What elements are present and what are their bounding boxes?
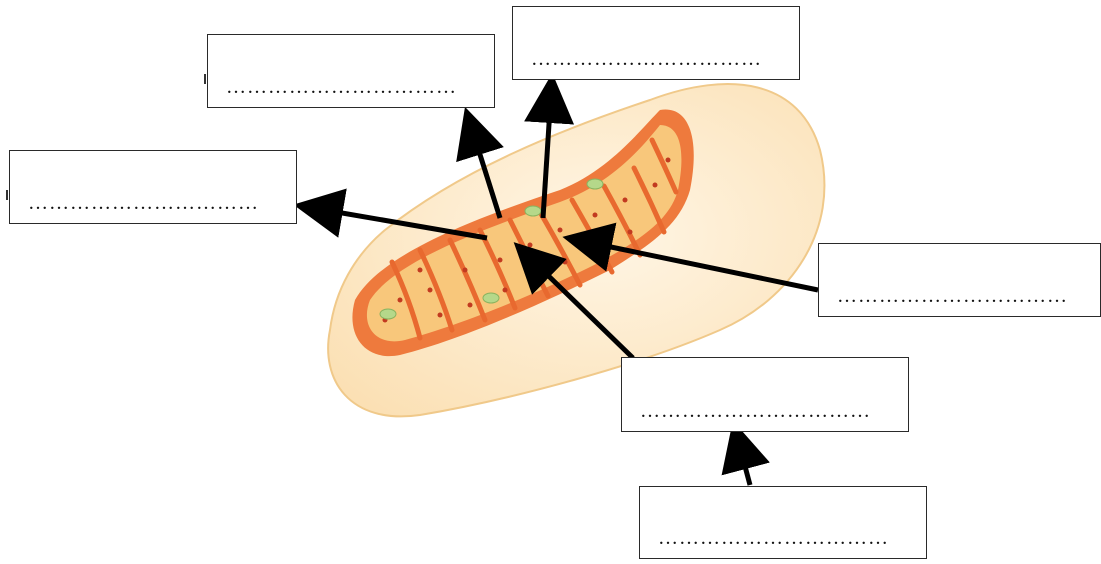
label-box-top-left[interactable]: …………………………… (207, 34, 495, 108)
answer-blank: …………………………… (640, 400, 871, 423)
label-box-right[interactable]: …………………………… (818, 243, 1101, 317)
label-box-bottom[interactable]: …………………………… (639, 486, 927, 559)
answer-blank: …………………………… (28, 192, 259, 215)
label-box-bottom-middle[interactable]: …………………………… (621, 357, 909, 432)
answer-blank: …………………………… (658, 527, 889, 550)
arrow-from-bottom (738, 440, 750, 485)
answer-blank: …………………………… (531, 48, 762, 71)
label-box-left[interactable]: …………………………… (9, 150, 297, 224)
answer-blank: …………………………… (226, 76, 457, 99)
box-tick-mark (204, 74, 206, 84)
answer-blank: …………………………… (837, 285, 1068, 308)
label-box-top-right[interactable]: …………………………… (512, 6, 800, 80)
box-tick-mark (6, 190, 8, 200)
